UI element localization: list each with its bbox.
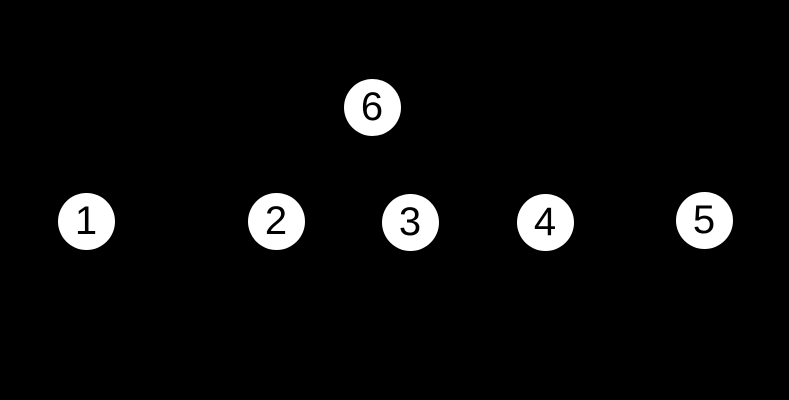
graph-node: 1 xyxy=(57,192,115,250)
graph-node: 6 xyxy=(343,78,401,136)
graph-node: 2 xyxy=(247,192,305,250)
graph-node: 4 xyxy=(516,193,574,251)
graph-node: 5 xyxy=(675,191,733,249)
graph-node: 3 xyxy=(381,193,439,251)
